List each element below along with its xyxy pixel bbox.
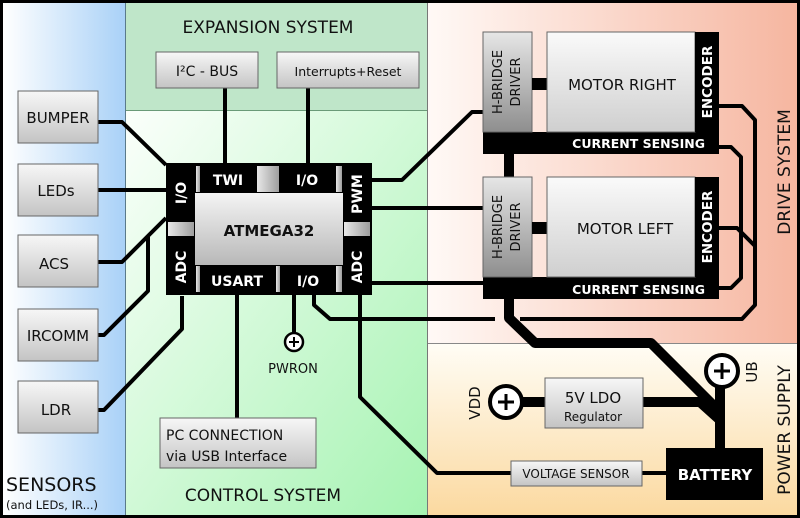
wire-adc-voltage: [358, 295, 512, 475]
region-title-sensors: SENSORS: [6, 474, 97, 496]
pwron-label: PWRON: [268, 362, 318, 377]
port-usart: USART: [211, 274, 263, 290]
motor-left-label: MOTOR LEFT: [577, 220, 674, 238]
pc-connection-box[interactable]: PC CONNECTION via USB Interface: [159, 417, 317, 469]
region-subtitle-sensors: (and LEDs, IR...): [6, 498, 98, 512]
port-gap: [168, 222, 194, 236]
wire-bumper: [97, 120, 168, 167]
wire-encoder-left: [719, 226, 757, 248]
port-gap: [196, 266, 200, 292]
sensor-boxes: BUMPER LEDs ACS IRCOMM LDR: [17, 90, 99, 434]
vdd-label: VDD: [466, 386, 484, 419]
ldo-regulator-box[interactable]: 5V LDO Regulator: [544, 377, 644, 429]
encoder-right[interactable]: [695, 32, 719, 132]
ub-terminal[interactable]: UB: [704, 353, 761, 389]
power-wires: [504, 150, 725, 448]
port-io-bottom: I/O: [297, 274, 319, 290]
sensor-label: ACS: [39, 255, 69, 273]
motor-right[interactable]: [546, 31, 696, 133]
encoder-label: ENCODER: [700, 190, 716, 263]
port-gap: [336, 166, 342, 192]
ub-label: UB: [743, 361, 761, 382]
wire-ldr: [97, 296, 184, 412]
sensor-leds[interactable]: LEDs: [17, 163, 99, 217]
sensor-label: IRCOMM: [27, 327, 89, 345]
port-gap: [276, 266, 280, 292]
wire-io-bottom: [312, 295, 495, 321]
sensor-acs[interactable]: ACS: [17, 234, 99, 288]
port-adc-right: ADC: [350, 251, 366, 284]
wire-ldo-out: [642, 397, 724, 424]
sensor-ircomm[interactable]: IRCOMM: [17, 308, 99, 362]
encoder-label: ENCODER: [700, 45, 716, 118]
current-sensing-label: CURRENT SENSING: [572, 282, 705, 297]
ldo-label-line2: Regulator: [564, 410, 622, 424]
sensor-ldr[interactable]: LDR: [17, 380, 99, 434]
mcu-body: [195, 193, 343, 265]
current-sensing-bar-right: [483, 132, 719, 154]
port-pwm: PWM: [350, 174, 366, 214]
voltage-sensor-box[interactable]: VOLTAGE SENSOR: [510, 460, 643, 487]
motor-right-label: MOTOR RIGHT: [568, 76, 677, 94]
sensor-label: LEDs: [37, 182, 74, 200]
wire-ircomm: [97, 237, 150, 337]
sensor-label: LDR: [41, 401, 71, 419]
drive-right-assembly: CURRENT SENSING H-BRIDGE DRIVER MOTOR RI…: [482, 31, 719, 154]
region-title-drive: DRIVE SYSTEM: [775, 109, 795, 234]
sensor-bumper[interactable]: BUMPER: [17, 90, 99, 144]
ldo-label-line1: 5V LDO: [565, 389, 621, 407]
port-adc-left: ADC: [174, 251, 190, 284]
current-sensing-label: CURRENT SENSING: [572, 136, 705, 151]
port-gap: [196, 166, 200, 192]
hbridge-label: DRIVER: [509, 202, 524, 251]
i2c-bus-box[interactable]: I²C - BUS: [155, 51, 259, 89]
hbridge-label: H-BRIDGE: [491, 195, 506, 259]
region-title-control: CONTROL SYSTEM: [185, 486, 341, 506]
battery-label: BATTERY: [678, 466, 754, 484]
interrupts-reset-box[interactable]: Interrupts+Reset: [276, 51, 420, 89]
port-gap: [336, 266, 342, 292]
pc-connection-line2: via USB Interface: [166, 449, 287, 465]
hbridge-left[interactable]: [482, 176, 533, 278]
port-io-left: I/O: [174, 182, 190, 204]
hbridge-label: DRIVER: [509, 57, 524, 106]
wires: [97, 88, 757, 475]
drive-left-assembly: CURRENT SENSING H-BRIDGE DRIVER MOTOR LE…: [482, 176, 719, 299]
wire-encoder-loop: [520, 104, 757, 321]
motor-left[interactable]: [546, 176, 696, 278]
interrupts-reset-label: Interrupts+Reset: [295, 64, 402, 79]
wire-pwm-right: [372, 110, 486, 182]
mcu-atmega32[interactable]: ATMEGA32 TWI I/O USART I/O I/O ADC PWM A…: [166, 163, 372, 295]
mcu-name: ATMEGA32: [224, 222, 315, 240]
port-twi: TWI: [213, 173, 243, 189]
encoder-left[interactable]: [695, 177, 719, 277]
i2c-bus-label: I²C - BUS: [176, 64, 238, 80]
vdd-terminal[interactable]: VDD: [466, 384, 524, 420]
current-sensing-bar-left: [483, 277, 719, 299]
port-gap: [344, 222, 370, 236]
pwron-terminal[interactable]: PWRON: [268, 331, 318, 377]
port-gap: [257, 166, 279, 192]
voltage-sensor-label: VOLTAGE SENSOR: [522, 467, 629, 481]
battery-box[interactable]: BATTERY: [666, 448, 763, 500]
hbridge-label: H-BRIDGE: [491, 50, 506, 114]
pc-connection-line1: PC CONNECTION: [166, 428, 283, 444]
port-io-top: I/O: [296, 173, 318, 189]
region-title-power: POWER SUPPLY: [775, 365, 795, 495]
wire-acs: [97, 216, 168, 264]
region-title-expansion: EXPANSION SYSTEM: [183, 18, 354, 38]
wire-current-right: [719, 145, 743, 290]
sensor-label: BUMPER: [26, 109, 89, 127]
hbridge-right[interactable]: [482, 31, 533, 133]
